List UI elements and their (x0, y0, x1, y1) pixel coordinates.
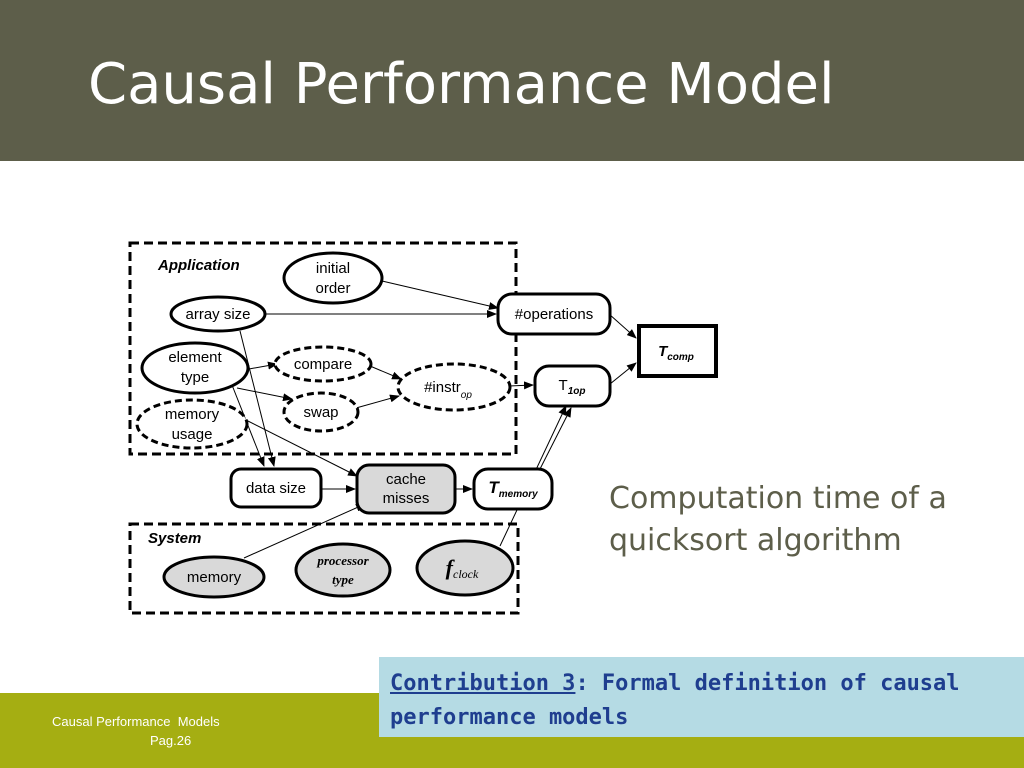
edge (241, 417, 358, 477)
svg-text:memory: memory (187, 569, 242, 586)
diagram-caption: Computation time of a quicksort algorith… (609, 481, 947, 558)
node-data-size: data size (229, 467, 323, 509)
svg-text:usage: usage (172, 426, 213, 443)
svg-text:processor: processor (316, 553, 369, 568)
node-memory-usage: memory usage (135, 398, 249, 450)
contribution-link[interactable]: Contribution 3 (390, 671, 576, 696)
node-instr-op: #instrop (396, 362, 512, 412)
edge (508, 381, 534, 390)
footer-title: Causal Performance Models (52, 714, 220, 729)
edge (243, 503, 366, 559)
svg-text:Tcomp: Tcomp (658, 343, 694, 363)
contribution-text: Contribution 3: Formal definition of cau… (390, 667, 1020, 735)
node-memory: memory (162, 555, 266, 599)
svg-text:type: type (332, 572, 354, 587)
node-initial-order: initial order (282, 251, 384, 305)
edge (236, 387, 293, 402)
slide-title: Causal Performance Model (88, 52, 835, 117)
application-group (128, 241, 518, 456)
edge (369, 365, 402, 380)
node-t-memory: Tmemory (472, 467, 554, 511)
edge (355, 394, 400, 409)
contribution-box (379, 657, 1024, 737)
contribution-description: : Formal definition of causal performanc… (390, 671, 960, 730)
node-array-size: array size (169, 295, 267, 333)
node-operations: #operations (496, 292, 612, 336)
page-number: Pag.26 (150, 733, 192, 748)
svg-text:order: order (315, 280, 350, 297)
edge (539, 407, 572, 470)
node-processor-type: processor type (294, 542, 392, 598)
application-group-label: Application (157, 257, 240, 274)
title-bar (0, 0, 1024, 161)
edge (248, 361, 278, 370)
svg-text:array size: array size (185, 306, 250, 323)
edge (608, 313, 637, 339)
node-element-type: element type (140, 341, 250, 395)
edge (381, 280, 499, 310)
svg-text:initial: initial (316, 260, 350, 277)
svg-text:misses: misses (383, 490, 430, 507)
svg-text:swap: swap (303, 404, 338, 421)
svg-text:Tmemory: Tmemory (488, 478, 538, 500)
svg-text:T1op: T1op (559, 377, 586, 397)
node-swap: swap (282, 391, 360, 433)
svg-text:#operations: #operations (515, 306, 593, 323)
svg-text:memory: memory (165, 406, 220, 423)
node-compare: compare (273, 345, 373, 383)
svg-text:#instrop: #instrop (424, 379, 472, 401)
system-group-label: System (148, 530, 201, 547)
node-cache-misses: cache misses (355, 463, 457, 515)
svg-text:element: element (168, 349, 222, 366)
node-t-1op: T1op (533, 364, 612, 408)
node-t-comp: Tcomp (637, 324, 718, 378)
svg-text:data size: data size (246, 480, 306, 497)
edge (239, 330, 276, 467)
edge (609, 362, 637, 385)
svg-text:fclock: fclock (446, 555, 479, 581)
svg-text:compare: compare (294, 356, 352, 373)
svg-text:cache: cache (386, 471, 426, 488)
node-f-clock: fclock (415, 539, 515, 597)
svg-text:type: type (181, 369, 209, 386)
